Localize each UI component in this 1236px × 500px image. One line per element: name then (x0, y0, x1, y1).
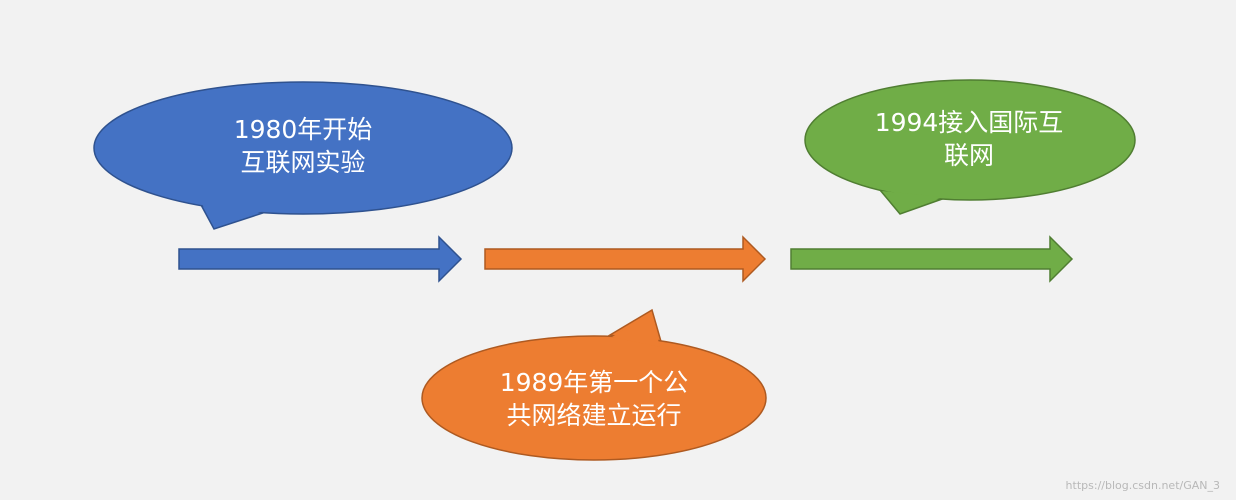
callout-1980-text: 1980年开始 互联网实验 (183, 113, 423, 179)
watermark-text: https://blog.csdn.net/GAN_3 (1065, 479, 1220, 492)
timeline-arrow-1980 (178, 235, 463, 283)
timeline-arrow-1989 (484, 235, 767, 283)
callout-1980 (93, 81, 513, 230)
timeline-arrow-1994 (790, 235, 1074, 283)
callout-1980-line-1: 1980年开始 (233, 115, 373, 144)
callout-1989-line-1: 1989年第一个公 (499, 368, 689, 397)
callout-1994-line-2: 联网 (943, 141, 994, 170)
callout-1989-text: 1989年第一个公 共网络建立运行 (474, 366, 714, 432)
callout-1994-text: 1994接入国际互 联网 (849, 106, 1089, 172)
callout-1994-line-1: 1994接入国际互 (874, 108, 1064, 137)
callout-1989-line-2: 共网络建立运行 (506, 401, 682, 430)
callout-1980-line-2: 互联网实验 (240, 148, 366, 177)
callout-1989 (421, 308, 767, 461)
callout-1994 (804, 79, 1136, 215)
